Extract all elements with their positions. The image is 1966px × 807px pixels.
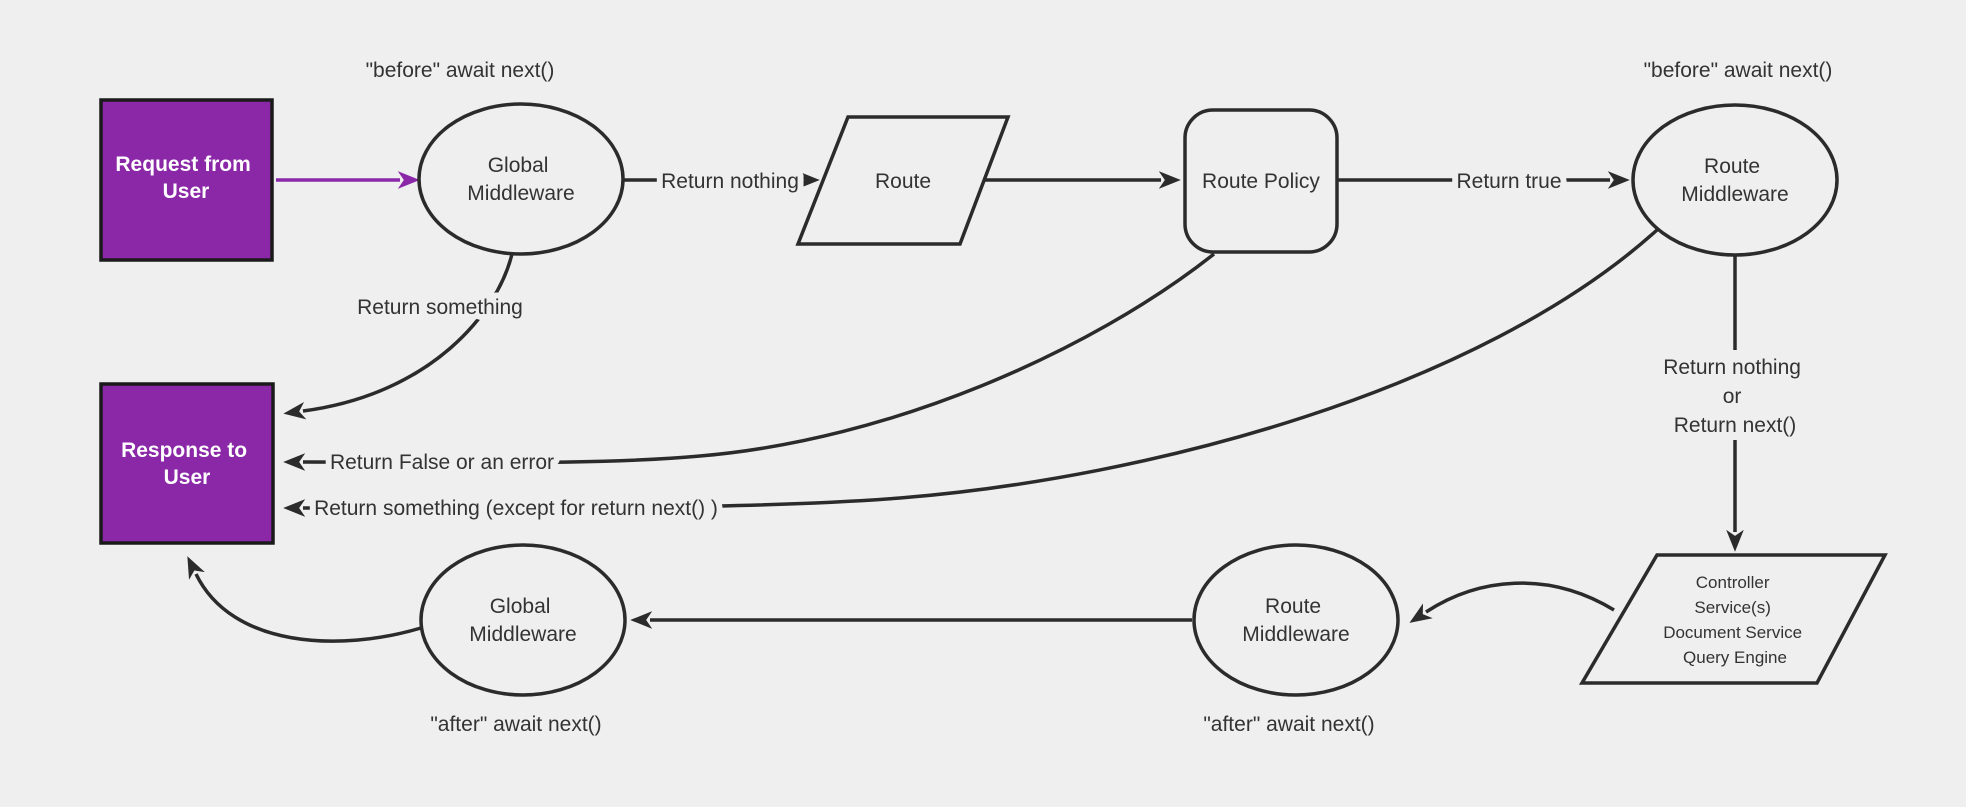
node-route: Route [795, 115, 1011, 246]
edge-route-policy-to-response [283, 252, 1216, 471]
label-after-await-next-right: "after" await next() [1203, 713, 1374, 736]
global-middleware-bottom-label: Global Middleware [469, 595, 576, 646]
route-middleware-bottom-label: Route Middleware [1242, 595, 1349, 646]
nodes: Request from User Global Middleware Rout… [99, 98, 1888, 697]
global-middleware-top-label: Global Middleware [467, 154, 574, 205]
route-parallelogram [795, 115, 1011, 246]
node-request-from-user: Request from User [99, 98, 274, 262]
edge-global-middleware-to-response [283, 253, 514, 420]
node-route-middleware-top: Route Middleware [1631, 103, 1839, 257]
controller-parallelogram [1578, 553, 1888, 685]
global-middleware-bottom-ellipse [419, 543, 627, 697]
label-after-await-next-left: "after" await next() [430, 713, 601, 736]
node-global-middleware-top: Global Middleware [417, 102, 625, 256]
route-policy-label: Route Policy [1202, 170, 1320, 193]
controller-services-label: Controller Service(s) Document Service Q… [1663, 573, 1807, 667]
request-from-user-label: Request from User [115, 153, 256, 203]
label-return-true: Return true [1456, 170, 1561, 193]
label-return-nothing: Return nothing [661, 170, 799, 193]
node-response-to-user: Response to User [99, 382, 275, 545]
response-to-user-label: Response to User [121, 439, 253, 489]
response-to-user-box [99, 382, 275, 545]
request-from-user-box [99, 98, 274, 262]
label-return-something: Return something [357, 296, 523, 319]
node-controller-services: Controller Service(s) Document Service Q… [1578, 553, 1888, 685]
label-before-await-next-right: "before" await next() [1644, 59, 1833, 82]
route-middleware-top-ellipse [1631, 103, 1839, 257]
global-middleware-top-ellipse [417, 102, 625, 256]
route-middleware-top-label: Route Middleware [1681, 155, 1788, 206]
label-return-false-or-error: Return False or an error [330, 451, 554, 474]
node-route-policy: Route Policy [1183, 108, 1339, 254]
node-global-middleware-bottom: Global Middleware [419, 543, 627, 697]
edges [187, 171, 1744, 643]
edge-controller-to-route-middleware-bottom [1409, 581, 1615, 623]
route-label: Route [875, 170, 931, 193]
edge-global-middleware-bottom-to-response [187, 556, 422, 643]
node-route-middleware-bottom: Route Middleware [1192, 543, 1400, 697]
label-return-something-except: Return something (except for return next… [314, 497, 718, 520]
edge-route-middleware-to-response [283, 228, 1659, 517]
route-policy-box [1183, 108, 1339, 254]
label-before-await-next-left: "before" await next() [366, 59, 555, 82]
label-return-nothing-or-next: Return nothing or Return next() [1663, 356, 1807, 437]
route-middleware-bottom-ellipse [1192, 543, 1400, 697]
